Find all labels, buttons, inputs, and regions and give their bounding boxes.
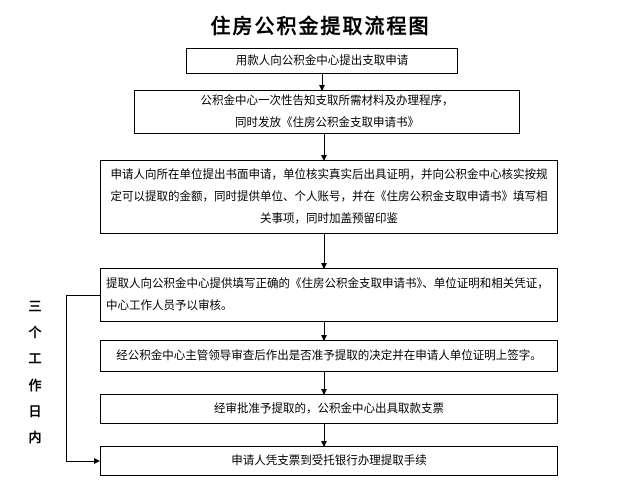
connector-arrow-down-2 — [321, 134, 327, 161]
flow-step-4: 提取人向公积金中心提供填写正确的《住房公积金支取申请书》、单位证明和相关凭证，中… — [100, 268, 558, 322]
flow-step-7: 申请人凭支票到受托银行办理提取手续 — [100, 446, 558, 476]
connector-arrow-down-4 — [321, 322, 327, 341]
side-note-char: 作 — [28, 377, 42, 393]
flow-step-6: 经审批准予提取的，公积金中心出具取款支票 — [100, 394, 558, 424]
side-note-char: 工 — [28, 351, 42, 367]
side-note-char: 日 — [28, 403, 42, 419]
side-bracket-top-line — [66, 295, 100, 296]
flow-step-3: 申请人向所在单位提出书面申请，单位核实真实后出具证明，并向公积金中心核实按规定可… — [100, 160, 558, 234]
connector-arrow-down-1 — [319, 74, 325, 91]
side-note-char: 个 — [28, 325, 42, 341]
connector-arrow-down-6 — [321, 424, 327, 447]
flow-step-2: 公积金中心一次性告知支取所需材料及办理程序， 同时发放《住房公积金支取申请书》 — [134, 90, 520, 134]
flow-step-5: 经公积金中心主管领导审查后作出是否准予提取的决定并在申请人单位证明上签字。 — [100, 340, 558, 372]
side-bracket-arrow-right — [66, 458, 100, 464]
connector-arrow-down-5 — [321, 372, 327, 395]
side-note-duration: 三 个 工 作 日 内 — [27, 296, 43, 446]
flow-step-1: 用款人向公积金中心提出支取申请 — [186, 48, 458, 74]
page-title: 住房公积金提取流程图 — [210, 16, 431, 38]
connector-arrow-down-3 — [321, 234, 327, 269]
side-bracket-vertical-line — [66, 295, 67, 461]
side-note-char: 三 — [28, 299, 42, 314]
side-note-char: 内 — [28, 429, 42, 445]
